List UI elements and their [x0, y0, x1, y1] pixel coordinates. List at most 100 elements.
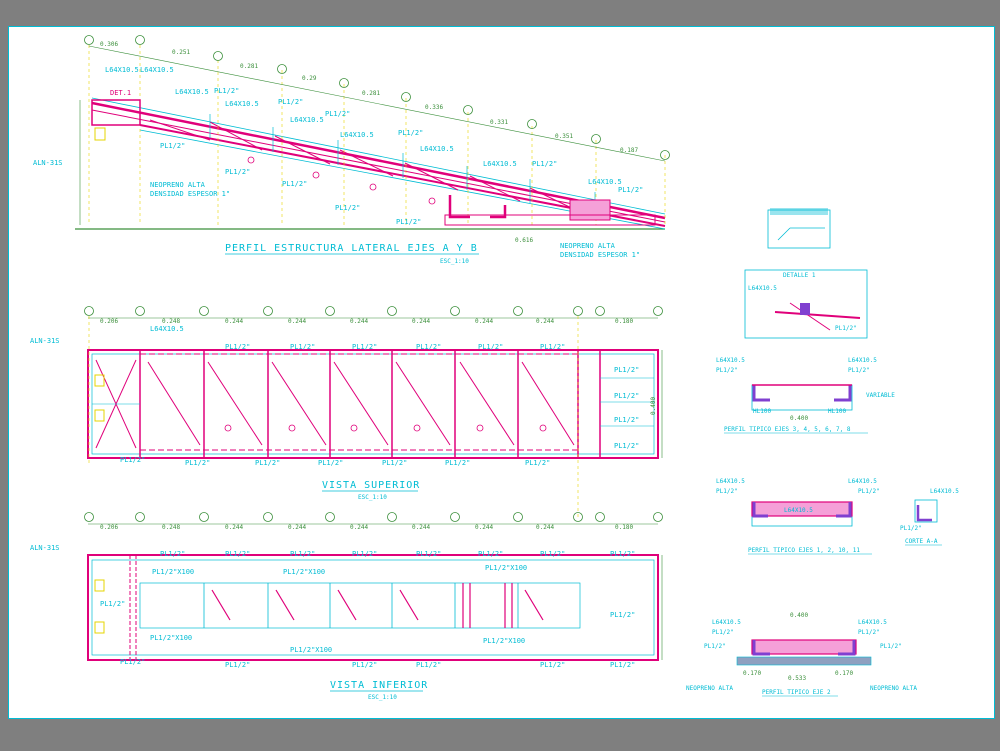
label-neopreno-2: DENSIDAD ESPESOR 1"	[150, 190, 230, 198]
vi-pl-5: PL1/2"	[416, 550, 441, 558]
label-l64-7: L64X10.5	[420, 145, 454, 153]
vi-pl-10: PL1/2"	[610, 611, 635, 619]
vs-pl-16: PL1/2"	[445, 459, 470, 467]
d1-pl: PL1/2"	[835, 325, 857, 332]
label-pl-9: PL1/2"	[282, 180, 307, 188]
vi-pl-7: PL1/2"	[540, 550, 565, 558]
label-pl-2: PL1/2"	[278, 98, 303, 106]
pe2-pl-1: PL1/2"	[712, 629, 734, 636]
title-corte-aa: CORTE A-A	[905, 538, 938, 545]
vs-pl-11: PL1/2"	[120, 456, 145, 464]
section-aa	[914, 499, 938, 523]
vi-pl-4: PL1/2"	[352, 550, 377, 558]
typical-section-1-11	[751, 501, 853, 527]
label-neopreno-3: NEOPRENO ALTA	[560, 242, 616, 250]
dim-bot-0206: 0.206	[100, 524, 118, 531]
label-pl-6: PL1/2"	[618, 186, 643, 194]
vi-pl-14: PL1/2"	[416, 661, 441, 669]
svg-text:0.331: 0.331	[490, 119, 508, 126]
dim-top-0206: 0.206	[100, 318, 118, 325]
pe2-dim-0170-2: 0.170	[835, 670, 853, 677]
pe2-dim-0533: 0.533	[788, 675, 806, 682]
p38-pl-1: PL1/2"	[716, 367, 738, 374]
vi-pl-15: PL1/2"	[540, 661, 565, 669]
label-pl-11: PL1/2"	[396, 218, 421, 226]
detail-1-box	[744, 269, 868, 339]
p38-hl-2: HL100	[828, 408, 846, 415]
dim-top-0244-3: 0.244	[350, 318, 368, 325]
vi-pl-16: PL1/2"	[610, 661, 635, 669]
pe2-l64-2: L64X10.5	[858, 619, 887, 626]
title-perfil-1-11: PERFIL TIPICO EJES 1, 2, 10, 11	[748, 547, 860, 554]
vs-pl-4: PL1/2"	[416, 343, 441, 351]
drawing-sheet	[8, 26, 995, 719]
vs-pl-17: PL1/2"	[525, 459, 550, 467]
svg-text:0.187: 0.187	[620, 147, 638, 154]
title-detalle-1: DETALLE 1	[783, 272, 816, 279]
dim-vs-0400: 0.400	[650, 397, 657, 415]
svg-text:0.29: 0.29	[302, 75, 317, 82]
title-perfil-3-8: PERFIL TIPICO EJES 3, 4, 5, 6, 7, 8	[724, 426, 851, 433]
p38-dim-0400: 0.400	[790, 415, 808, 422]
vs-pl-10: PL1/2"	[614, 442, 639, 450]
vs-pl-9: PL1/2"	[614, 416, 639, 424]
p38-hl-1: HL100	[753, 408, 771, 415]
vs-pl-12: PL1/2"	[185, 459, 210, 467]
vi-pl-6: PL1/2"	[478, 550, 503, 558]
label-l64-1: L64X10.5	[105, 66, 139, 74]
label-pl-10: PL1/2"	[335, 204, 360, 212]
label-pl-1: PL1/2"	[214, 87, 239, 95]
dim-top-0244-1: 0.244	[225, 318, 243, 325]
vi-plx-2: PL1/2"X100	[283, 568, 325, 576]
top-view	[84, 306, 663, 520]
p38-variable: VARIABLE	[866, 392, 895, 399]
vi-pl-13: PL1/2"	[352, 661, 377, 669]
vi-pl-9: PL1/2"	[100, 600, 125, 608]
svg-text:0.336: 0.336	[425, 104, 443, 111]
label-pl-8: PL1/2"	[225, 168, 250, 176]
svg-text:0.281: 0.281	[240, 63, 258, 70]
p111-l64-1: L64X10.5	[716, 478, 745, 485]
vi-plx-6: PL1/2"X100	[483, 637, 525, 645]
p111-pl-1: PL1/2"	[716, 488, 738, 495]
scale-vista-inferior: ESC_1:10	[368, 694, 397, 701]
dim-top-0180: 0.180	[615, 318, 633, 325]
vi-plx-5: PL1/2"X100	[290, 646, 332, 654]
vs-pl-3: PL1/2"	[352, 343, 377, 351]
dim-top-0244-4: 0.244	[412, 318, 430, 325]
pe2-pl-3: PL1/2"	[704, 643, 726, 650]
dim-bot-0244-2: 0.244	[288, 524, 306, 531]
vs-pl-13: PL1/2"	[255, 459, 280, 467]
vi-plx-4: PL1/2"X100	[150, 634, 192, 642]
vs-pl-15: PL1/2"	[382, 459, 407, 467]
vs-label-l64: L64X10.5	[150, 325, 184, 333]
pe2-pl-2: PL1/2"	[858, 629, 880, 636]
vs-pl-6: PL1/2"	[540, 343, 565, 351]
pe2-dim-0170-1: 0.170	[743, 670, 761, 677]
vi-pl-1: PL1/2"	[160, 550, 185, 558]
vi-pl-8: PL1/2"	[610, 550, 635, 558]
pe2-pl-4: PL1/2"	[880, 643, 902, 650]
svg-text:0.248: 0.248	[162, 524, 180, 531]
p111-pl-2: PL1/2"	[858, 488, 880, 495]
vi-pl-12: PL1/2"	[225, 661, 250, 669]
label-neopreno-4: DENSIDAD ESPESOR 1"	[560, 251, 640, 259]
p111-l64-2: L64X10.5	[848, 478, 877, 485]
vi-pl-3: PL1/2"	[290, 550, 315, 558]
pe2-neopreno-l1: NEOPRENO ALTA	[686, 685, 733, 692]
vs-pl-14: PL1/2"	[318, 459, 343, 467]
p38-l64-2: L64X10.5	[848, 357, 877, 364]
vs-pl-2: PL1/2"	[290, 343, 315, 351]
label-l64-8: L64X10.5	[483, 160, 517, 168]
caa-l64: L64X10.5	[930, 488, 959, 495]
svg-text:0.248: 0.248	[162, 318, 180, 325]
label-pl-7: PL1/2"	[160, 142, 185, 150]
label-pl-3: PL1/2"	[325, 110, 350, 118]
svg-text:0.306: 0.306	[100, 41, 118, 48]
p111-l64-mid: L64X10.5	[784, 507, 813, 514]
title-vista-inferior: VISTA INFERIOR	[330, 680, 428, 691]
label-det1: DET.1	[110, 89, 131, 97]
vs-pl-8: PL1/2"	[614, 392, 639, 400]
